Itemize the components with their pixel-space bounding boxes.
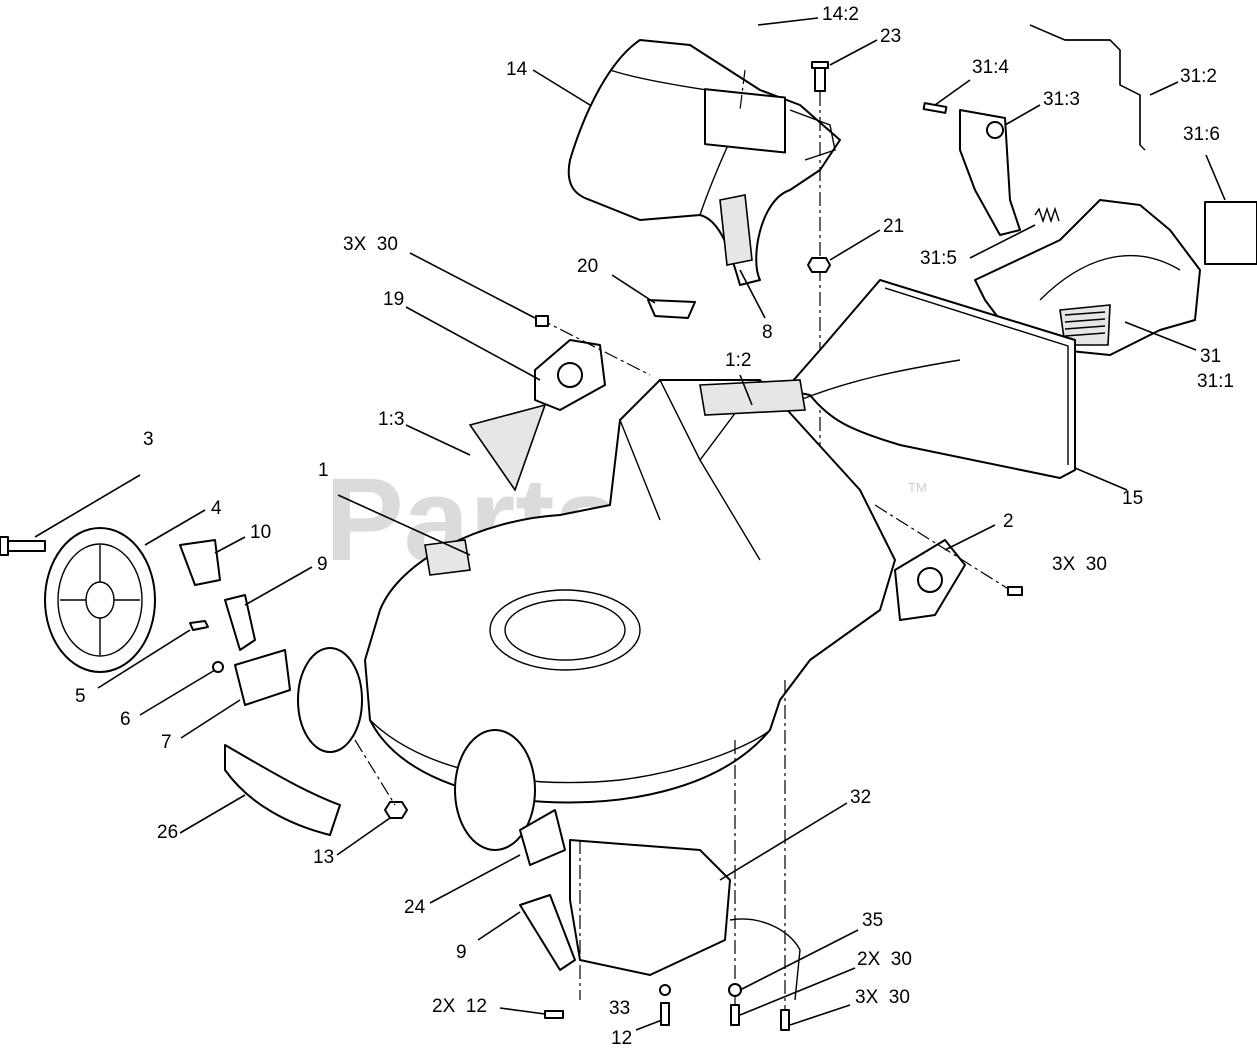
part-12-screw-2x bbox=[544, 1010, 564, 1019]
callout-14-2: 14:2 bbox=[822, 4, 859, 25]
part-26-cover bbox=[224, 744, 341, 836]
part-31-6-decal bbox=[1204, 201, 1257, 265]
part-30-screw-2x bbox=[730, 1004, 740, 1026]
part-7-plate bbox=[234, 649, 291, 706]
part-1-3-decal bbox=[468, 403, 547, 492]
part-14-rear-guard bbox=[567, 39, 841, 286]
part-5-bolt bbox=[189, 620, 209, 631]
part-15-grass-bag bbox=[784, 279, 1076, 479]
part-30-screw-3x bbox=[780, 1009, 790, 1031]
part-20-clip bbox=[647, 299, 696, 319]
callout-23: 23 bbox=[880, 26, 901, 47]
part-33-washer bbox=[659, 984, 671, 996]
part-9-bracket-lower bbox=[519, 894, 576, 971]
callout-12: 12 bbox=[611, 1028, 632, 1049]
part-32-deflector bbox=[569, 839, 801, 1001]
callout-31-6: 31:6 bbox=[1183, 124, 1220, 145]
callout-33: 33 bbox=[609, 998, 630, 1019]
callout-3: 3 bbox=[143, 429, 154, 450]
callout-24: 24 bbox=[404, 897, 426, 918]
part-front-wheel bbox=[297, 647, 536, 851]
callout-31-3: 31:3 bbox=[1043, 89, 1080, 110]
part-30-screw-top bbox=[535, 315, 549, 327]
part-31-5-spring bbox=[1034, 206, 1060, 224]
part-13-nut bbox=[384, 801, 408, 819]
part-3-bolt bbox=[0, 536, 46, 556]
part-10-knob bbox=[179, 539, 221, 586]
callout-10: 10 bbox=[250, 522, 271, 543]
callout-31-2: 31:2 bbox=[1180, 66, 1217, 87]
callout-2x30: 2X 30 bbox=[857, 949, 912, 970]
callout-4: 4 bbox=[211, 498, 222, 519]
part-9-bracket-upper bbox=[224, 594, 256, 651]
callout-31-4: 31:4 bbox=[972, 57, 1009, 78]
callout-13: 13 bbox=[313, 847, 334, 868]
callout-35: 35 bbox=[862, 910, 883, 931]
callout-3x30-right: 3X 30 bbox=[1052, 554, 1107, 575]
dash-3x30-right bbox=[874, 504, 1011, 591]
callout-21: 21 bbox=[883, 216, 904, 237]
callout-6: 6 bbox=[120, 709, 131, 730]
dash-13 bbox=[354, 739, 396, 806]
callout-5: 5 bbox=[75, 686, 86, 707]
part-6-washer bbox=[212, 661, 224, 673]
callout-3x30-top: 3X 30 bbox=[343, 234, 398, 255]
callout-7: 7 bbox=[161, 732, 172, 753]
callout-1-2: 1:2 bbox=[725, 350, 751, 371]
callout-1-3: 1:3 bbox=[378, 409, 404, 430]
callout-9-bottom: 9 bbox=[456, 942, 467, 963]
callout-31-1: 31:1 bbox=[1197, 371, 1234, 392]
dash-14-2 bbox=[739, 69, 746, 111]
callout-8: 8 bbox=[762, 322, 773, 343]
callout-15: 15 bbox=[1122, 488, 1143, 509]
part-24-plate bbox=[519, 809, 566, 866]
callout-32: 32 bbox=[850, 787, 871, 808]
dash-3x30-top bbox=[537, 317, 651, 376]
part-1-deck bbox=[364, 379, 896, 804]
callout-3x30-bottom: 3X 30 bbox=[855, 987, 910, 1008]
callout-31: 31 bbox=[1200, 346, 1221, 367]
part-4-wheel bbox=[44, 527, 156, 673]
part-31-3-bracket bbox=[959, 109, 1021, 236]
part-19-mount bbox=[534, 339, 606, 411]
callout-1: 1 bbox=[318, 460, 329, 481]
callout-19: 19 bbox=[383, 289, 404, 310]
callout-20: 20 bbox=[577, 256, 598, 277]
part-14-2-decal bbox=[704, 88, 786, 154]
part-30-screw-right bbox=[1007, 586, 1023, 596]
callout-26: 26 bbox=[157, 822, 178, 843]
callout-2: 2 bbox=[1003, 511, 1014, 532]
watermark-tm: TM bbox=[908, 480, 927, 495]
part-2-mount bbox=[894, 539, 966, 621]
callout-9-top: 9 bbox=[317, 554, 328, 575]
callout-31-5: 31:5 bbox=[920, 248, 957, 269]
part-31-2-rod bbox=[1029, 24, 1146, 151]
part-21-nut bbox=[807, 257, 831, 273]
part-12-screw bbox=[660, 1002, 670, 1026]
callout-14: 14 bbox=[506, 59, 528, 80]
callout-2x12: 2X 12 bbox=[432, 996, 487, 1017]
part-23-screw bbox=[811, 61, 829, 92]
part-35-washer bbox=[728, 983, 742, 997]
leader-lines bbox=[34, 17, 1226, 1031]
callout-labels: 14:2 23 14 31:4 31:3 31:2 31:6 21 31:5 3… bbox=[75, 4, 1234, 1049]
